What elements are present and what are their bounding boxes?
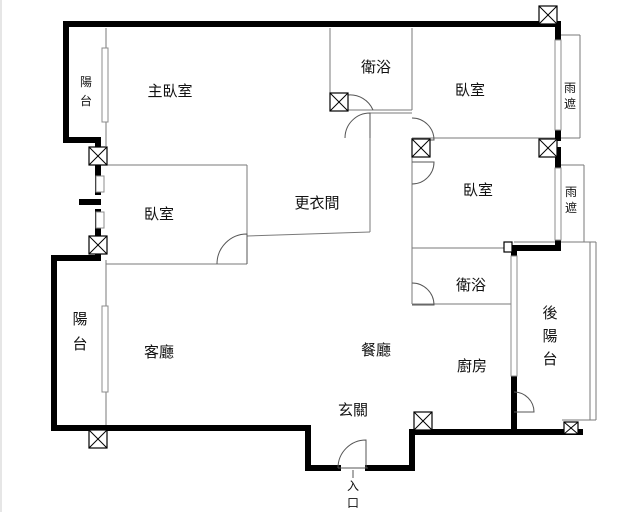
label-dining-room: 餐廳 — [361, 341, 391, 359]
canopy-labels: 雨 遮 雨 遮 — [564, 81, 577, 215]
column-marker — [538, 138, 558, 158]
balcony-labels: 陽 台 陽 台 後 陽 台 — [72, 75, 557, 368]
column-marker — [88, 146, 108, 166]
label-canopy-top-1: 雨 — [564, 81, 576, 95]
label-bath-right: 衛浴 — [456, 276, 486, 294]
label-master-bath: 衛浴 — [361, 58, 391, 76]
column-marker — [563, 421, 579, 435]
column-marker — [503, 241, 513, 253]
label-bedroom-top-right: 臥室 — [455, 81, 485, 99]
label-bedroom-left: 臥室 — [144, 205, 174, 223]
outdoor-areas — [514, 34, 597, 421]
label-rear-balcony-1: 後 — [542, 304, 557, 322]
label-kitchen: 廚房 — [457, 357, 487, 375]
label-canopy-mid-1: 雨 — [565, 185, 577, 199]
label-foyer: 玄關 — [338, 401, 368, 419]
label-master-bedroom: 主臥室 — [147, 82, 192, 100]
door-swings — [216, 94, 535, 469]
label-walk-in-closet: 更衣間 — [294, 194, 339, 212]
label-balcony-living-2: 台 — [72, 335, 87, 353]
windows — [95, 39, 562, 393]
label-balcony-top-left-1: 陽 — [80, 75, 92, 89]
entrance-marker: 入 口 — [347, 470, 359, 510]
room-labels: 主臥室 衛浴 臥室 臥室 臥室 更衣間 衛浴 客廳 餐廳 廚房 玄關 — [144, 58, 493, 419]
structural-columns — [88, 5, 579, 449]
column-marker — [538, 5, 558, 25]
column-marker — [88, 429, 108, 449]
label-canopy-mid-2: 遮 — [565, 200, 577, 215]
label-rear-balcony-2: 陽 — [542, 327, 557, 345]
label-entrance-2: 口 — [347, 496, 359, 510]
column-marker — [413, 411, 433, 431]
label-rear-balcony-3: 台 — [542, 350, 557, 368]
label-living-room: 客廳 — [144, 343, 174, 361]
label-bedroom-mid-right: 臥室 — [463, 181, 493, 199]
column-marker — [411, 138, 431, 158]
exterior-walls — [51, 21, 583, 471]
label-balcony-living-1: 陽 — [72, 310, 87, 328]
column-marker — [88, 235, 108, 255]
label-canopy-top-2: 遮 — [564, 96, 576, 111]
label-entrance-1: 入 — [347, 479, 359, 493]
column-marker — [329, 92, 349, 112]
label-balcony-top-left-2: 台 — [80, 93, 92, 108]
